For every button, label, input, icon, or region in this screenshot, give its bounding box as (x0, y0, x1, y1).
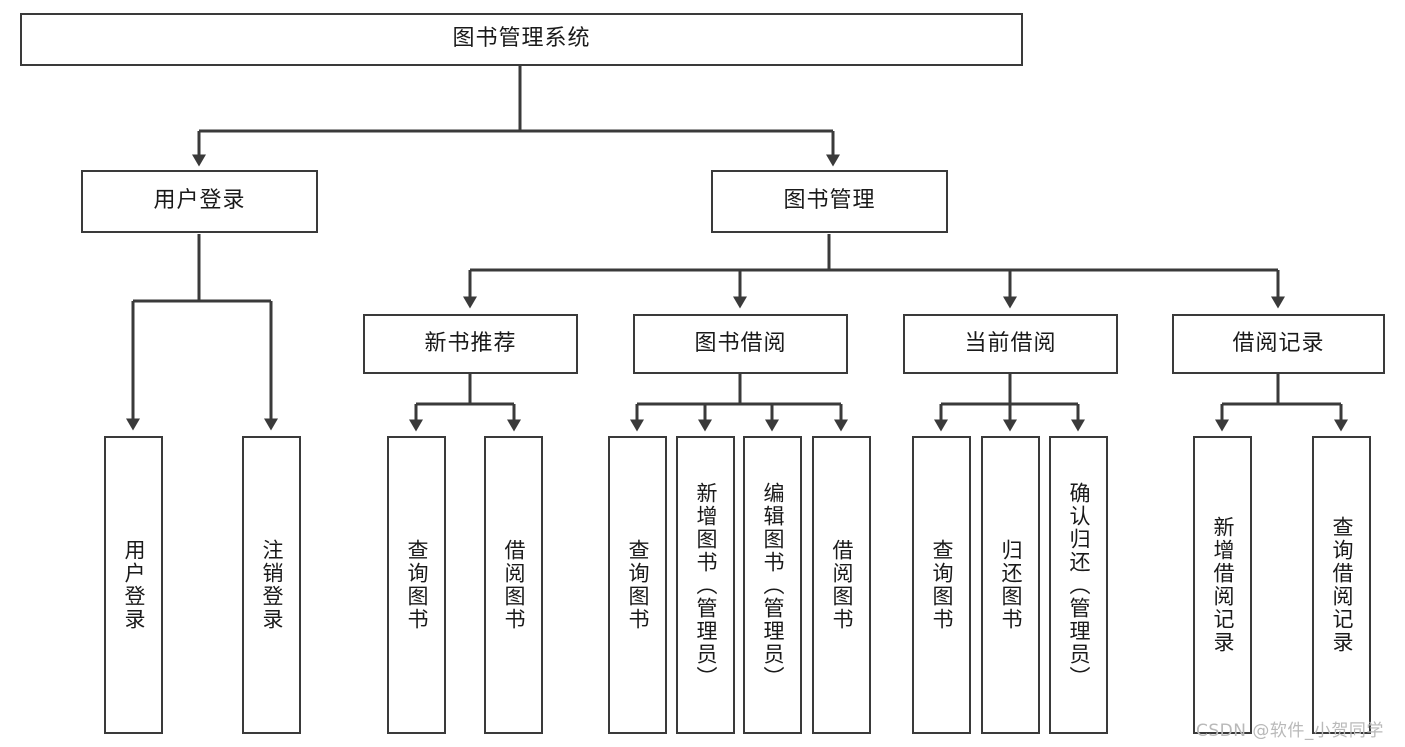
leaf-new-book-borrow-book[interactable]: 借阅图书 (484, 436, 543, 734)
node-label: 用户登录 (153, 188, 246, 214)
leaf-book-borrow-query-book[interactable]: 查询图书 (608, 436, 667, 734)
leaf-user-login-login[interactable]: 用户登录 (104, 436, 163, 734)
node-user-login[interactable]: 用户登录 (81, 170, 318, 233)
node-label: 确认归还（管理员） (1066, 481, 1091, 689)
node-label: 图书借阅 (694, 330, 787, 356)
node-label: 当前借阅 (964, 330, 1057, 356)
node-label: 注销登录 (259, 539, 284, 631)
leaf-current-borrow-query-book[interactable]: 查询图书 (912, 436, 971, 734)
node-book-borrowing[interactable]: 图书借阅 (633, 314, 848, 374)
node-root-library-management-system[interactable]: 图书管理系统 (20, 13, 1023, 66)
leaf-new-book-query-book[interactable]: 查询图书 (387, 436, 446, 734)
leaf-book-borrow-edit-book-admin[interactable]: 编辑图书（管理员） (743, 436, 802, 734)
node-label: 新书推荐 (424, 330, 517, 356)
node-label: 查询图书 (404, 539, 429, 631)
node-book-management[interactable]: 图书管理 (711, 170, 948, 233)
node-label: 图书管理 (783, 188, 876, 214)
leaf-borrow-record-query-record[interactable]: 查询借阅记录 (1312, 436, 1371, 734)
node-label: 新增借阅记录 (1210, 516, 1235, 654)
node-label: 用户登录 (121, 539, 146, 631)
node-label: 归还图书 (998, 539, 1023, 631)
leaf-borrow-record-add-record[interactable]: 新增借阅记录 (1193, 436, 1252, 734)
node-label: 借阅图书 (829, 539, 854, 631)
node-current-borrowing[interactable]: 当前借阅 (903, 314, 1118, 374)
node-label: 查询图书 (625, 539, 650, 631)
node-label: 编辑图书（管理员） (760, 481, 785, 689)
leaf-current-borrow-return-book[interactable]: 归还图书 (981, 436, 1040, 734)
node-label: 借阅图书 (501, 539, 526, 631)
leaf-book-borrow-borrow-book[interactable]: 借阅图书 (812, 436, 871, 734)
leaf-book-borrow-add-book-admin[interactable]: 新增图书（管理员） (676, 436, 735, 734)
node-label: 查询图书 (929, 539, 954, 631)
leaf-current-borrow-confirm-return-admin[interactable]: 确认归还（管理员） (1049, 436, 1108, 734)
node-label: 新增图书（管理员） (693, 481, 718, 689)
node-label: 图书管理系统 (452, 26, 591, 52)
node-label: 借阅记录 (1232, 330, 1325, 356)
node-new-book-recommendation[interactable]: 新书推荐 (363, 314, 578, 374)
node-borrowing-record[interactable]: 借阅记录 (1172, 314, 1385, 374)
leaf-user-login-logout[interactable]: 注销登录 (242, 436, 301, 734)
node-label: 查询借阅记录 (1329, 516, 1354, 654)
